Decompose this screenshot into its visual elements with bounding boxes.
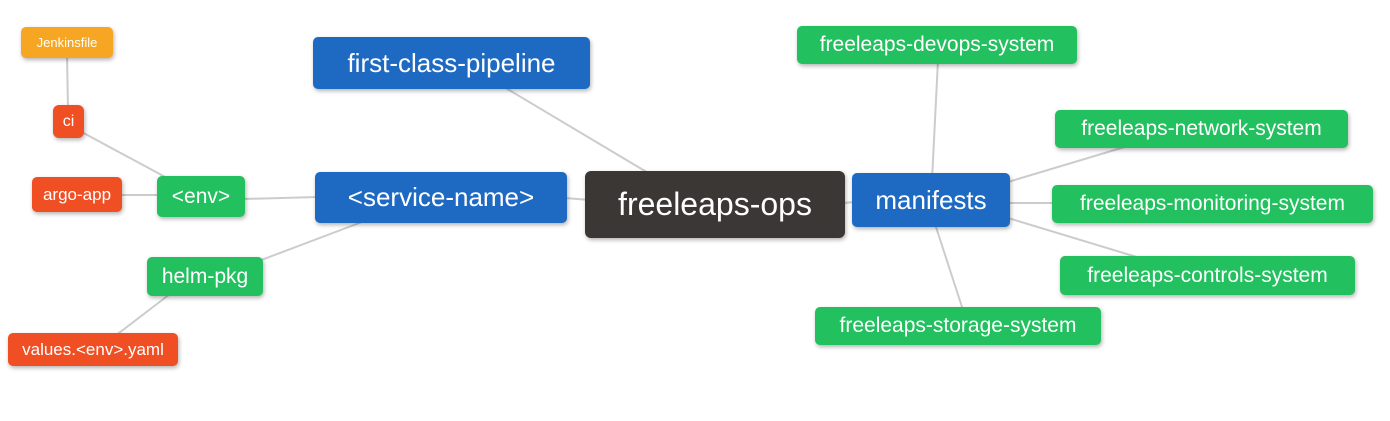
edge-ci-env xyxy=(77,129,181,186)
node-freeleaps-ops[interactable]: freeleaps-ops xyxy=(585,171,845,238)
edge-helm-pkg-values xyxy=(114,293,171,337)
edge-manifests-network xyxy=(1007,145,1129,183)
edge-service-name-helm-pkg xyxy=(255,221,363,263)
node-env[interactable]: <env> xyxy=(157,176,245,217)
edge-env-service-name xyxy=(242,196,319,200)
node-freeleaps-monitoring-system[interactable]: freeleaps-monitoring-system xyxy=(1052,185,1373,223)
node-values-env-yaml[interactable]: values.<env>.yaml xyxy=(8,333,178,366)
edge-manifests-devops xyxy=(931,59,939,181)
node-freeleaps-network-system[interactable]: freeleaps-network-system xyxy=(1055,110,1348,148)
node-freeleaps-controls-system[interactable]: freeleaps-controls-system xyxy=(1060,256,1355,295)
node-manifests[interactable]: manifests xyxy=(852,173,1010,227)
edge-manifests-controls xyxy=(1007,217,1141,259)
node-jenkinsfile[interactable]: Jenkinsfile xyxy=(21,27,113,58)
node-helm-pkg[interactable]: helm-pkg xyxy=(147,257,263,296)
node-first-class-pipeline[interactable]: first-class-pipeline xyxy=(313,37,590,89)
edge-jenkinsfile-ci xyxy=(66,54,69,111)
node-argo-app[interactable]: argo-app xyxy=(32,177,122,212)
node-service-name[interactable]: <service-name> xyxy=(315,172,567,223)
edge-pipeline-root xyxy=(503,86,661,181)
edge-manifests-storage xyxy=(934,223,964,311)
node-ci[interactable]: ci xyxy=(53,105,84,138)
node-freeleaps-devops-system[interactable]: freeleaps-devops-system xyxy=(797,26,1077,64)
node-freeleaps-storage-system[interactable]: freeleaps-storage-system xyxy=(815,307,1101,345)
